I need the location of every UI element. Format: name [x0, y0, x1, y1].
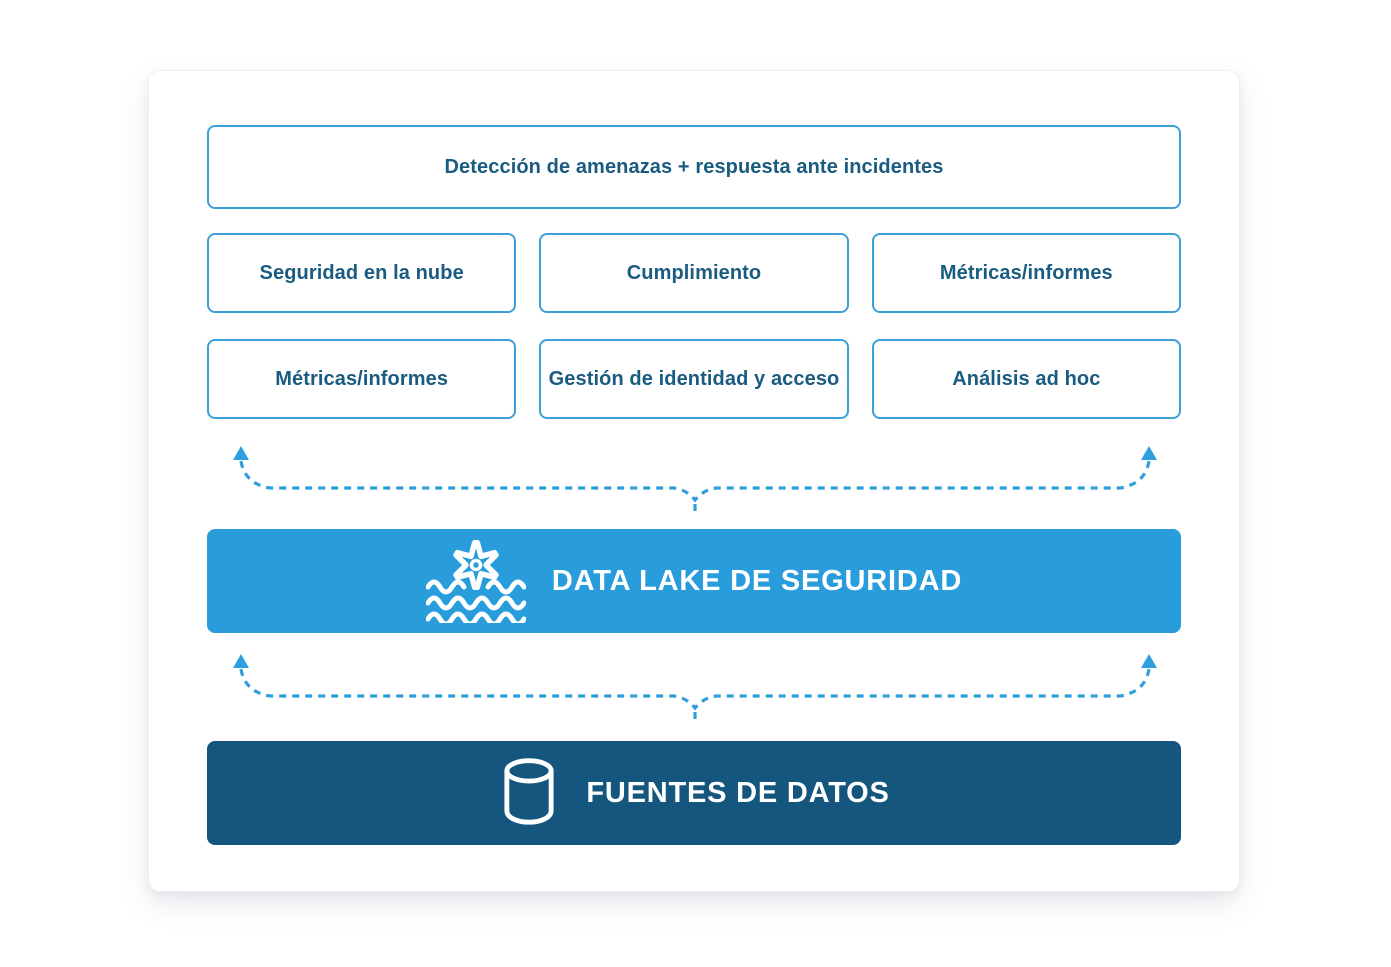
arrowhead-left-icon: [233, 446, 249, 460]
arrowhead-left-icon: [233, 654, 249, 668]
use-case-box-compliance: Cumplimiento: [539, 233, 849, 313]
data-sources-bar-label: FUENTES DE DATOS: [586, 776, 890, 809]
snowflake-center-ring: [469, 558, 483, 572]
use-case-label: Seguridad en la nube: [259, 261, 464, 284]
use-case-label: Métricas/informes: [275, 367, 449, 390]
use-case-box-metrics-reports: Métricas/informes: [871, 233, 1181, 313]
bracket-dashed-line: [239, 668, 1151, 711]
flow-bracket-lower: [233, 654, 1157, 719]
use-case-box-metrics-reports-2: Métricas/informes: [207, 339, 517, 419]
use-case-row-2: Métricas/informes Gestión de identidad y…: [207, 339, 1181, 419]
arrowhead-right-icon: [1141, 446, 1157, 460]
database-cylinder-icon: [504, 758, 554, 825]
data-sources-bar: FUENTES DE DATOS: [207, 741, 1181, 845]
use-case-row-1: Seguridad en la nube Cumplimiento Métric…: [207, 233, 1181, 313]
flow-bracket-upper: [233, 446, 1157, 511]
snowflake-arms: [453, 539, 499, 591]
arrowhead-right-icon: [1141, 654, 1157, 668]
bracket-dashed-line: [239, 460, 1151, 503]
use-case-box-identity-access: Gestión de identidad y acceso: [539, 339, 849, 419]
diagram-card: Detección de amenazas + respuesta ante i…: [148, 70, 1240, 892]
use-case-box-threat-detection: Detección de amenazas + respuesta ante i…: [207, 125, 1181, 209]
snowflake-waves-icon: [425, 539, 526, 623]
use-case-box-adhoc-analysis: Análisis ad hoc: [871, 339, 1181, 419]
use-case-label: Detección de amenazas + respuesta ante i…: [444, 155, 944, 178]
lake-waves: [425, 579, 526, 623]
use-case-label: Cumplimiento: [626, 261, 762, 284]
data-lake-bar-label: DATA LAKE DE SEGURIDAD: [551, 564, 963, 597]
use-case-label: Análisis ad hoc: [952, 367, 1101, 390]
use-case-label: Métricas/informes: [939, 261, 1113, 284]
use-case-box-cloud-security: Seguridad en la nube: [207, 233, 517, 313]
use-case-label: Gestión de identidad y acceso: [548, 367, 840, 390]
data-lake-bar: DATA LAKE DE SEGURIDAD: [207, 529, 1181, 633]
